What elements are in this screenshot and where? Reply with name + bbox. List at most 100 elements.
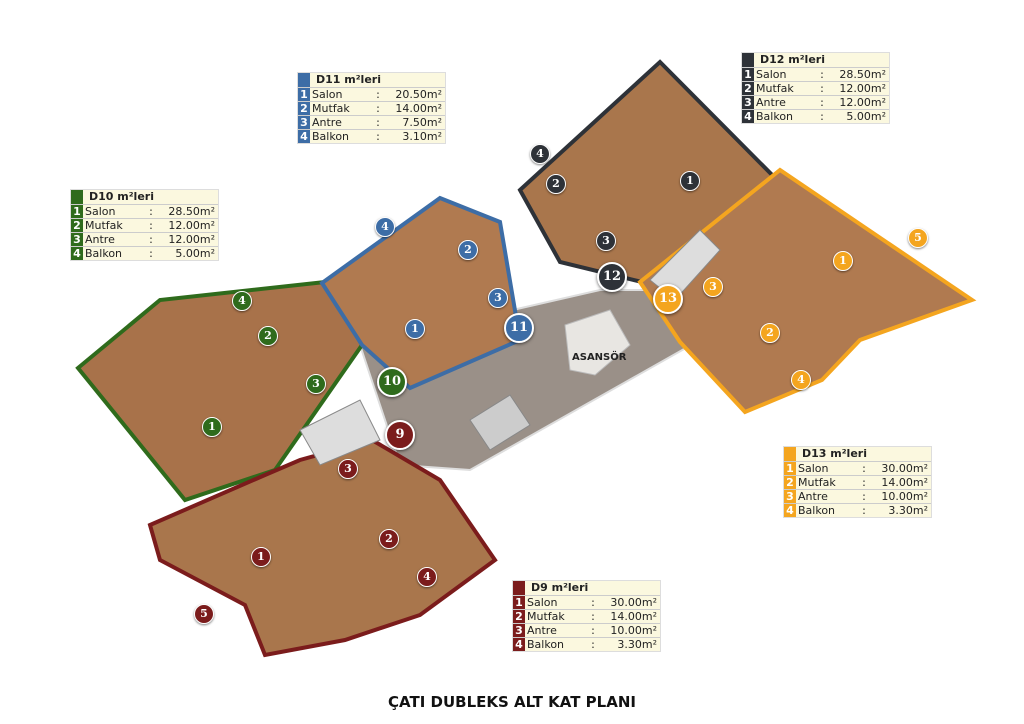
- room-area: 10.00m²: [610, 624, 657, 637]
- d9-room-marker-2: 2: [379, 529, 399, 549]
- table-title: D11 m²leri: [316, 73, 381, 86]
- d13-room-marker-3: 3: [703, 277, 723, 297]
- color-swatch: [298, 73, 310, 87]
- room-name: Salon: [85, 205, 116, 218]
- room-number: 1: [298, 88, 310, 101]
- d10-room-marker-1: 1: [202, 417, 222, 437]
- room-number: 2: [742, 82, 754, 95]
- color-swatch: [742, 53, 754, 67]
- color-swatch: [784, 447, 796, 461]
- room-name: Mutfak: [312, 102, 350, 115]
- d13-room-marker-5: 5: [908, 228, 928, 248]
- room-number: 3: [784, 490, 796, 503]
- plan-title: ÇATI DUBLEKS ALT KAT PLANI: [388, 693, 636, 711]
- d13-room-marker-2: 2: [760, 323, 780, 343]
- d9-room-marker-4: 4: [417, 567, 437, 587]
- door-pin-12: 12: [597, 262, 627, 292]
- separator: :: [149, 233, 153, 246]
- d13-room-marker-4: 4: [791, 370, 811, 390]
- separator: :: [591, 624, 595, 637]
- room-name: Mutfak: [798, 476, 836, 489]
- room-number: 1: [784, 462, 796, 475]
- separator: :: [376, 130, 380, 143]
- room-area: 30.00m²: [881, 462, 928, 475]
- separator: :: [862, 504, 866, 517]
- room-name: Balkon: [85, 247, 123, 260]
- room-number: 3: [298, 116, 310, 129]
- room-area: 28.50m²: [839, 68, 886, 81]
- d12-room-marker-3: 3: [596, 231, 616, 251]
- table-title: D12 m²leri: [760, 53, 825, 66]
- room-number: 3: [742, 96, 754, 109]
- separator: :: [591, 610, 595, 623]
- room-number: 2: [784, 476, 796, 489]
- d12-room-marker-2: 2: [546, 174, 566, 194]
- room-area: 14.00m²: [881, 476, 928, 489]
- door-pin-11: 11: [504, 313, 534, 343]
- room-area: 28.50m²: [168, 205, 215, 218]
- room-area: 20.50m²: [395, 88, 442, 101]
- room-number: 4: [742, 110, 754, 123]
- room-area: 3.30m²: [888, 504, 928, 517]
- table-title: D10 m²leri: [89, 190, 154, 203]
- room-name: Balkon: [527, 638, 565, 651]
- room-area: 12.00m²: [839, 82, 886, 95]
- room-number: 4: [513, 638, 525, 651]
- room-area: 10.00m²: [881, 490, 928, 503]
- room-name: Antre: [312, 116, 342, 129]
- room-name: Balkon: [312, 130, 350, 143]
- separator: :: [820, 96, 824, 109]
- separator: :: [376, 88, 380, 101]
- d13-room-marker-1: 1: [833, 251, 853, 271]
- room-name: Salon: [312, 88, 343, 101]
- room-number: 4: [784, 504, 796, 517]
- room-number: 2: [513, 610, 525, 623]
- room-name: Antre: [756, 96, 786, 109]
- room-name: Salon: [798, 462, 829, 475]
- table-title: D13 m²leri: [802, 447, 867, 460]
- color-swatch: [71, 190, 83, 204]
- room-name: Balkon: [798, 504, 836, 517]
- room-number: 2: [298, 102, 310, 115]
- room-name: Salon: [527, 596, 558, 609]
- room-number: 1: [71, 205, 83, 218]
- unit-d9-floor: [147, 437, 498, 658]
- separator: :: [862, 462, 866, 475]
- separator: :: [820, 110, 824, 123]
- room-number: 1: [742, 68, 754, 81]
- separator: :: [376, 116, 380, 129]
- separator: :: [862, 476, 866, 489]
- unit-d13-floor: [637, 167, 977, 415]
- d11-room-marker-4: 4: [375, 217, 395, 237]
- separator: :: [862, 490, 866, 503]
- separator: :: [149, 205, 153, 218]
- room-number: 4: [71, 247, 83, 260]
- room-name: Salon: [756, 68, 787, 81]
- d9-room-marker-3: 3: [338, 459, 358, 479]
- d12-room-marker-1: 1: [680, 171, 700, 191]
- room-area: 5.00m²: [175, 247, 215, 260]
- d11-room-marker-1: 1: [405, 319, 425, 339]
- table-title: D9 m²leri: [531, 581, 589, 594]
- room-area: 14.00m²: [395, 102, 442, 115]
- room-name: Antre: [798, 490, 828, 503]
- separator: :: [820, 82, 824, 95]
- stairs: [469, 394, 531, 451]
- elevator-shaft: [564, 309, 631, 376]
- room-name: Balkon: [756, 110, 794, 123]
